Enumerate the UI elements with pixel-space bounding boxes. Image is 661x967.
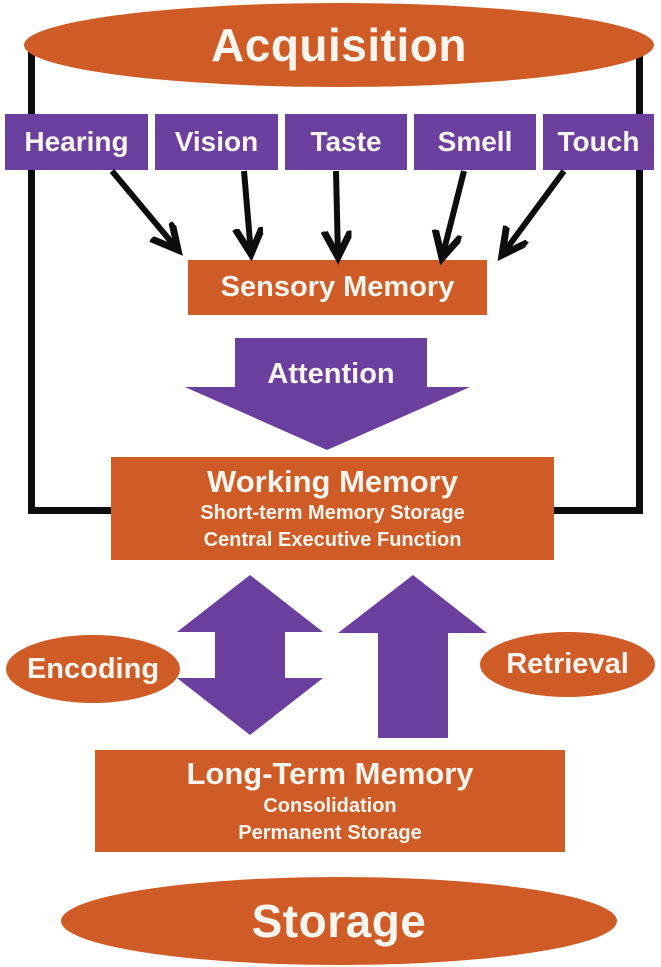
vision-label: Vision xyxy=(174,126,259,157)
touch-label: Touch xyxy=(557,126,640,157)
sense-box-taste: Taste xyxy=(285,114,407,170)
long-term-memory-title: Long-Term Memory xyxy=(186,756,474,792)
retrieval-ellipse: Retrieval xyxy=(480,632,655,697)
sense-box-vision: Vision xyxy=(155,114,278,170)
long-term-memory-subtitle-1: Consolidation xyxy=(263,794,397,817)
long-term-memory-subtitle-2: Permanent Storage xyxy=(238,821,422,844)
encoding-ellipse: Encoding xyxy=(6,635,180,703)
working-memory-subtitle-1: Short-term Memory Storage xyxy=(200,502,465,525)
storage-ellipse: Storage xyxy=(61,877,617,965)
smell-label: Smell xyxy=(437,126,513,157)
acquisition-label: Acquisition xyxy=(211,19,467,71)
retrieval-label: Retrieval xyxy=(506,648,629,680)
retrieval-up-arrow-icon xyxy=(338,575,487,738)
hearing-label: Hearing xyxy=(24,126,129,157)
encoding-label: Encoding xyxy=(26,652,160,685)
sense-box-touch: Touch xyxy=(543,114,654,170)
sensory-memory-box: Sensory Memory xyxy=(188,260,487,315)
long-term-memory-box: Long-Term Memory Consolidation Permanent… xyxy=(95,750,565,852)
taste-label: Taste xyxy=(310,126,382,157)
attention-label: Attention xyxy=(267,358,395,390)
sense-box-hearing: Hearing xyxy=(5,114,148,170)
sense-box-smell: Smell xyxy=(414,114,536,170)
acquisition-ellipse: Acquisition xyxy=(24,3,654,87)
working-memory-title: Working Memory xyxy=(207,463,458,499)
working-memory-box: Working Memory Short-term Memory Storage… xyxy=(111,457,554,560)
storage-label: Storage xyxy=(251,895,427,947)
working-memory-subtitle-2: Central Executive Function xyxy=(203,529,462,552)
encoding-double-arrow-icon xyxy=(177,575,323,735)
sensory-memory-label: Sensory Memory xyxy=(220,271,455,303)
